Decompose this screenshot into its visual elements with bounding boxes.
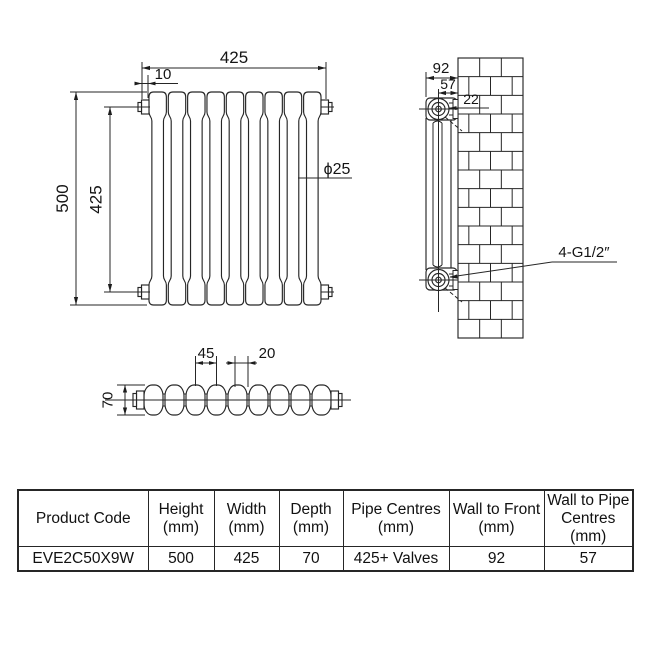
- top-dimensions: 45 20 70: [100, 345, 276, 416]
- cell-wall-to-front: 92: [448, 546, 545, 572]
- col-header-height: Height (mm): [147, 489, 215, 547]
- dim-depth-label: 70: [100, 392, 117, 409]
- spec-table-header-row: Product Code Height (mm) Width (mm) Dept…: [17, 489, 634, 547]
- wall-outline: [457, 57, 524, 339]
- col-header-product-code: Product Code: [17, 489, 149, 547]
- cell-pipe-centres: 425+ Valves: [342, 546, 450, 572]
- dim-bracket-label: 22: [463, 91, 479, 107]
- dim-wall-to-pipe-label: 57: [440, 76, 456, 92]
- cell-wall-to-pipe-centres: 57: [543, 546, 634, 572]
- dim-overall-height-label: 500: [53, 184, 72, 212]
- front-dimensions: 425 10 500 425 ϕ25: [53, 48, 352, 306]
- dim-inlet-offset-label: 10: [155, 66, 172, 83]
- pipe-thread-label: 4-G1/2″: [558, 244, 610, 261]
- col-header-depth: Depth (mm): [278, 489, 344, 547]
- spec-table: Product Code Height (mm) Width (mm) Dept…: [17, 489, 634, 572]
- col-header-pipe-centres: Pipe Centres (mm): [342, 489, 450, 547]
- dim-column-pitch-label: 45: [198, 345, 215, 362]
- dim-wall-to-front-label: 92: [433, 60, 450, 77]
- cell-width: 425: [213, 546, 280, 572]
- cell-height: 500: [147, 546, 215, 572]
- table-row: EVE2C50X9W 500 425 70 425+ Valves 92 57: [17, 546, 634, 572]
- cell-depth: 70: [278, 546, 344, 572]
- col-header-width: Width (mm): [213, 489, 280, 547]
- dim-column-diameter-label: ϕ25: [324, 161, 351, 178]
- col-header-wall-to-front: Wall to Front (mm): [448, 489, 545, 547]
- brick-wall: [458, 58, 523, 338]
- side-view: [419, 57, 524, 339]
- dim-pipe-centres-label: 425: [87, 185, 106, 213]
- col-header-wall-to-pipe-centres: Wall to Pipe Centres (mm): [543, 489, 634, 547]
- side-dimensions: 92 57 22 4-G1/2″: [425, 60, 617, 279]
- dim-column-gap-label: 20: [259, 345, 276, 362]
- radiator-columns: [148, 91, 322, 306]
- top-view: [105, 384, 351, 416]
- cell-product-code: EVE2C50X9W: [17, 546, 149, 572]
- front-view: [104, 91, 334, 306]
- dim-overall-width-label: 425: [220, 48, 248, 67]
